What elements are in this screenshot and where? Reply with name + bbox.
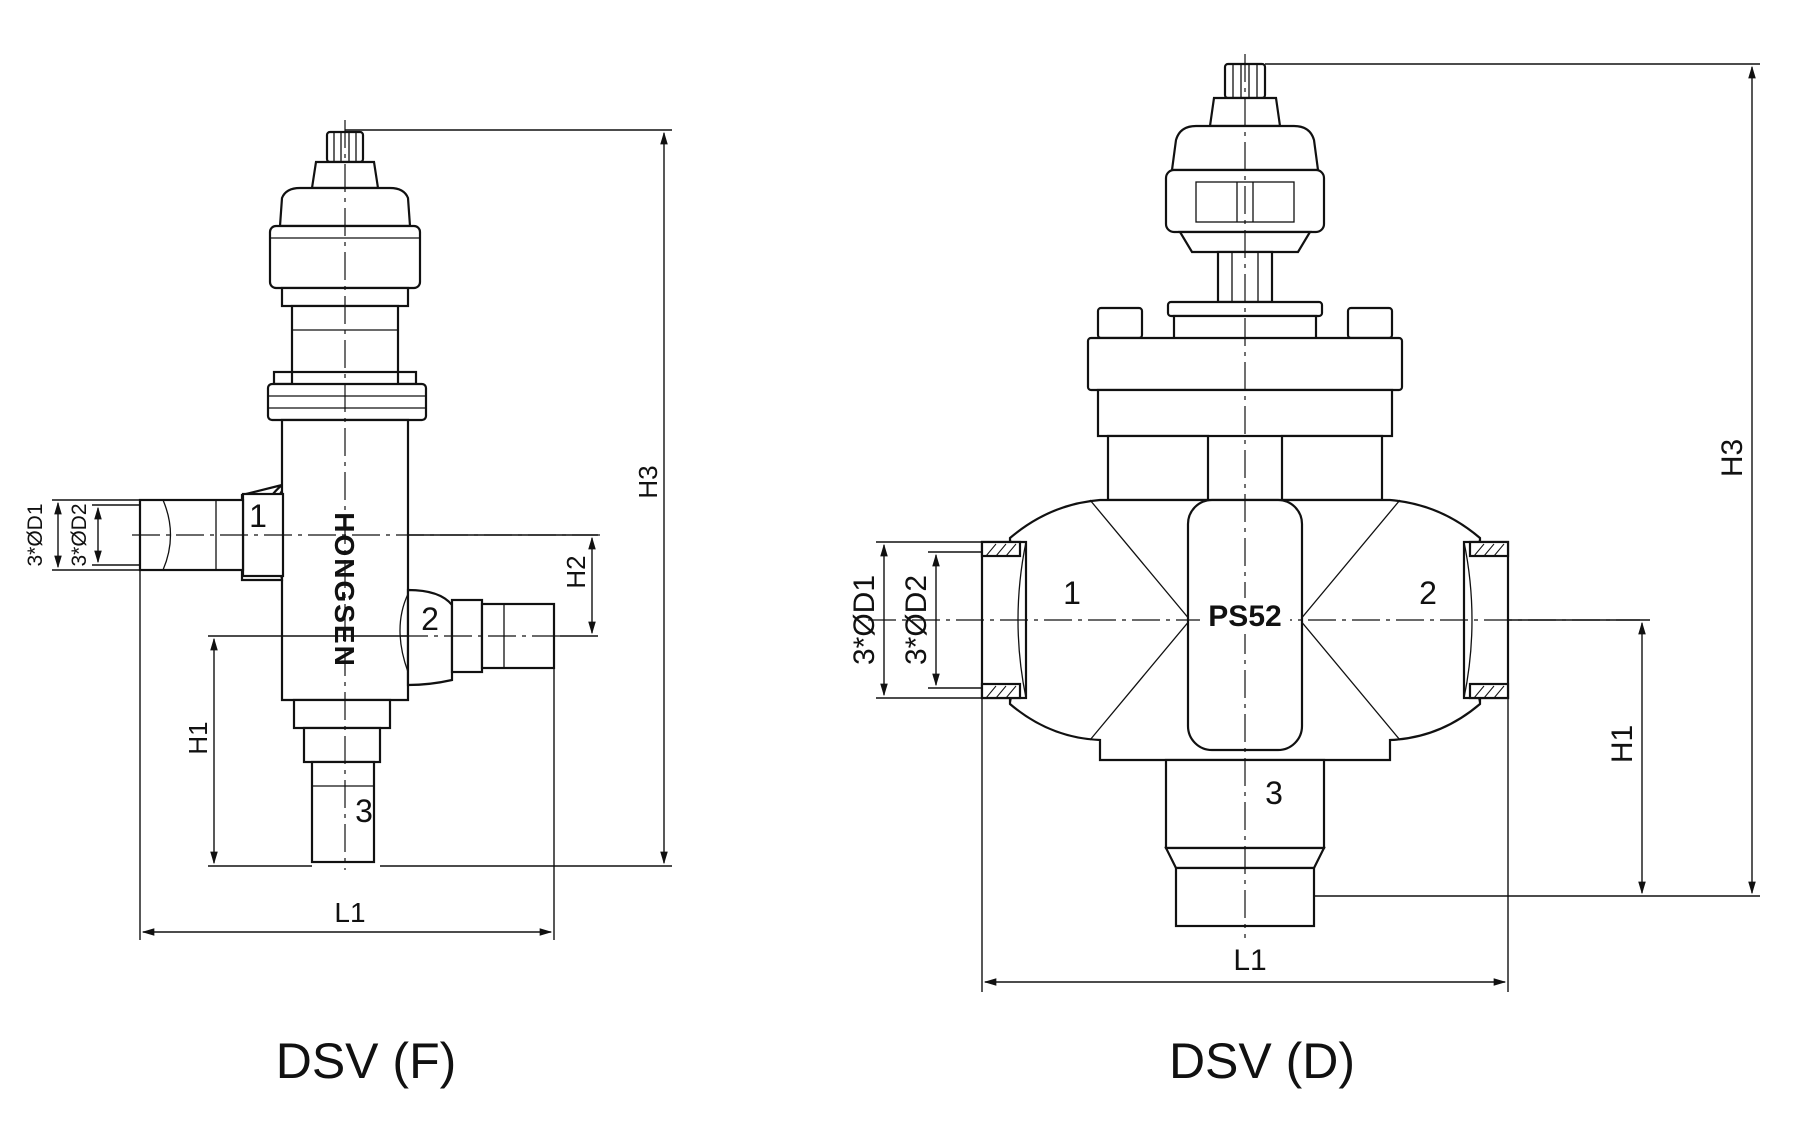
dsv-f-drawing: HONGSEN 1 2 3 H3 H2 H1 L1 3*ØD1 3*ØD2	[24, 120, 672, 1089]
dsv-d-port-1-label: 1	[1063, 575, 1081, 611]
dsv-f-h2-label: H2	[561, 555, 591, 588]
dsv-f-caption: DSV (F)	[276, 1033, 457, 1089]
dsv-d-h1-label: H1	[1606, 725, 1639, 763]
dsv-d-caption: DSV (D)	[1169, 1033, 1355, 1089]
dsv-d-l1-label: L1	[1233, 944, 1266, 977]
dsv-f-l1-label: L1	[334, 897, 365, 928]
dsv-f-port-2-label: 2	[421, 601, 439, 637]
dsv-f-d1-label: 3*ØD1	[24, 503, 47, 566]
dsv-f-brand-mark: HONGSEN	[329, 512, 360, 668]
dsv-d-port-3-label: 3	[1265, 775, 1283, 811]
dsv-f-port-3-label: 3	[355, 793, 373, 829]
dsv-f-h3-label: H3	[633, 465, 663, 498]
dsv-f-actuator	[266, 130, 428, 422]
dsv-f-port-1-label: 1	[249, 498, 267, 534]
dsv-f-h1-label: H1	[183, 721, 213, 754]
dsv-d-d2-label: 3*ØD2	[900, 575, 933, 665]
dsv-f-d2-label: 3*ØD2	[68, 503, 91, 566]
dsv-d-h3-label: H3	[1716, 439, 1749, 477]
dsv-d-drawing: PS52 1 2 3 H3 H1 L1 3*ØD1 3*ØD2 DSV (D)	[848, 54, 1760, 1089]
dsv-d-d1-label: 3*ØD1	[848, 575, 881, 665]
dsv-d-marking: PS52	[1208, 600, 1281, 633]
dsv-d-port-2-label: 2	[1419, 575, 1437, 611]
